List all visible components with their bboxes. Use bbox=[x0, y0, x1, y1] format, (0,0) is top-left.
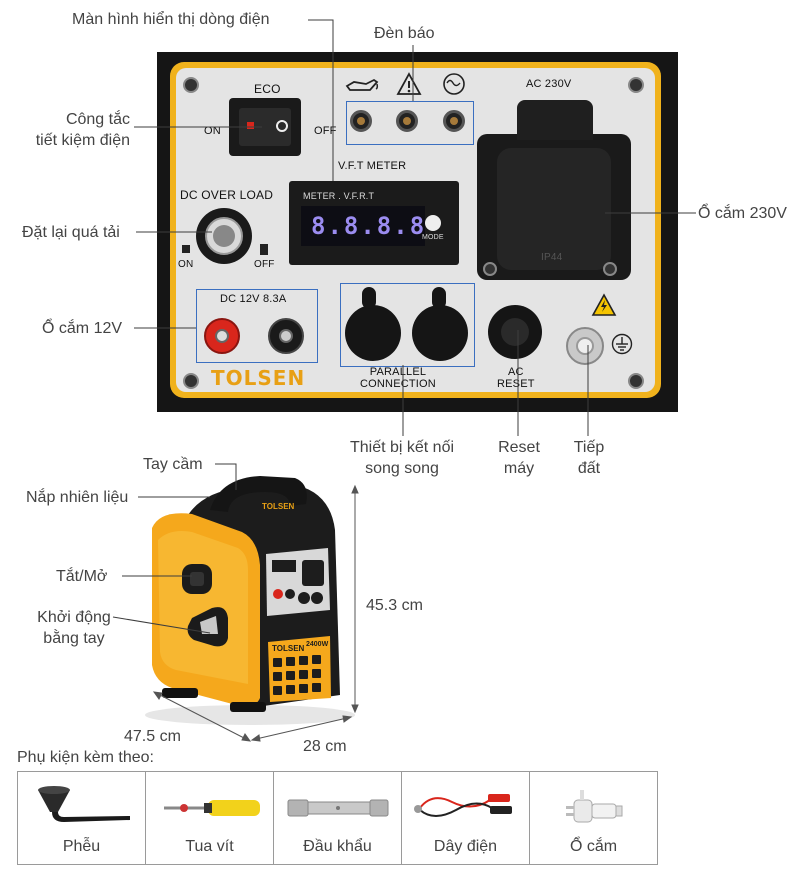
overload-off-icon bbox=[260, 244, 268, 255]
overload-on-icon bbox=[182, 245, 190, 253]
callout-reset: Reset máy bbox=[498, 439, 540, 477]
parallel-label: PARALLEL CONNECTION bbox=[360, 366, 436, 390]
ground-icon bbox=[611, 333, 633, 355]
dimension-length: 47.5 cm bbox=[124, 728, 181, 745]
mode-button[interactable] bbox=[425, 215, 441, 231]
dc-overload-label: DC OVER LOAD bbox=[180, 188, 274, 202]
screw-icon bbox=[483, 262, 497, 276]
callout-indicator: Đèn báo bbox=[374, 25, 435, 42]
callout-onoff: Tắt/Mở bbox=[56, 568, 108, 585]
accessory-funnel: Phễu bbox=[17, 771, 146, 865]
run-indicator-icon bbox=[443, 73, 465, 95]
parallel-cap-tab-left bbox=[362, 287, 376, 309]
parallel-box bbox=[340, 283, 475, 367]
callout-manual-start: Khởi động bằng tay bbox=[37, 609, 111, 647]
overload-on-label: ON bbox=[178, 259, 194, 270]
indicator-box bbox=[346, 101, 474, 145]
eco-off-marker bbox=[276, 120, 288, 132]
vft-meter: METER . V.F.R.T 8.8.8.8 MODE bbox=[289, 181, 459, 265]
callout-overload-reset: Đặt lại quá tải bbox=[22, 224, 120, 241]
dc-12v-label: DC 12V 8.3A bbox=[220, 293, 287, 305]
high-voltage-icon bbox=[591, 293, 617, 316]
parallel-port-left[interactable] bbox=[345, 305, 401, 361]
eco-off-label: OFF bbox=[314, 125, 337, 137]
callout-parallel: Thiết bị kết nối song song bbox=[349, 439, 455, 477]
panel-brand: TOLSEN bbox=[211, 366, 306, 390]
vft-meter-label: V.F.T METER bbox=[338, 160, 407, 172]
accessory-plug: Ổ cắm bbox=[529, 771, 658, 865]
dimension-height: 45.3 cm bbox=[366, 597, 423, 614]
callout-display: Màn hình hiển thị dòng điện bbox=[72, 11, 270, 28]
generator-illustration bbox=[145, 476, 355, 725]
meter-digits: 8.8.8.8 bbox=[311, 212, 427, 240]
funnel-icon bbox=[38, 786, 130, 822]
callout-eco-switch: Công tắc tiết kiệm điện bbox=[35, 111, 130, 149]
ac-reset-label: AC RESET bbox=[497, 366, 535, 390]
eco-label: ECO bbox=[254, 82, 281, 96]
screw-icon bbox=[183, 373, 199, 389]
socket-wrench-icon bbox=[287, 799, 389, 817]
generator-top-brand: TOLSEN bbox=[262, 502, 295, 511]
dc-12v-box bbox=[196, 289, 318, 363]
screw-icon bbox=[603, 262, 617, 276]
overload-indicator-light bbox=[396, 110, 418, 132]
ac-reset-button[interactable] bbox=[488, 305, 542, 359]
callout-handle: Tay cầm bbox=[143, 456, 203, 473]
ac-230v-socket[interactable]: IP44 bbox=[477, 100, 631, 280]
ac-230v-label: AC 230V bbox=[526, 78, 572, 90]
eco-on-label: ON bbox=[204, 125, 221, 137]
callout-ground: Tiếp đất bbox=[573, 439, 605, 477]
generator-model: 2400W bbox=[306, 641, 329, 648]
accessory-socket-wrench: Đầu khẩu bbox=[273, 771, 402, 865]
meter-screen: 8.8.8.8 bbox=[301, 206, 425, 246]
socket-ip-code: IP44 bbox=[541, 252, 563, 263]
callout-fuel-cap: Nắp nhiên liệu bbox=[26, 489, 129, 506]
meter-caption: METER . V.F.R.T bbox=[303, 191, 375, 201]
eco-on-marker bbox=[247, 122, 254, 129]
dimension-width: 28 cm bbox=[303, 738, 347, 755]
overload-warning-icon bbox=[396, 72, 422, 95]
ground-terminal[interactable] bbox=[566, 327, 604, 365]
overload-off-label: OFF bbox=[254, 259, 275, 270]
parallel-cap-tab-right bbox=[432, 287, 446, 309]
cable-icon bbox=[414, 794, 512, 817]
accessory-cable: Dây điện bbox=[401, 771, 530, 865]
eco-switch[interactable] bbox=[229, 98, 301, 156]
accessories-title: Phụ kiện kèm theo: bbox=[17, 749, 154, 766]
dc-black-terminal[interactable] bbox=[268, 318, 304, 354]
accessories-table: Phễu Tua vít Đầu khẩu bbox=[17, 771, 658, 865]
screwdriver-icon bbox=[164, 800, 260, 816]
dc-overload-button[interactable] bbox=[196, 208, 252, 264]
screw-icon bbox=[628, 77, 644, 93]
oil-warning-icon bbox=[345, 78, 379, 91]
mode-label: MODE bbox=[422, 234, 444, 241]
dc-red-terminal[interactable] bbox=[204, 318, 240, 354]
plug-icon bbox=[566, 790, 623, 823]
callout-socket-230v: Ổ cắm 230V bbox=[698, 205, 787, 222]
oil-indicator-light bbox=[350, 110, 372, 132]
accessory-screwdriver: Tua vít bbox=[145, 771, 274, 865]
screw-icon bbox=[183, 77, 199, 93]
screw-icon bbox=[628, 373, 644, 389]
run-indicator-light bbox=[443, 110, 465, 132]
generator-label-brand: TOLSEN bbox=[272, 644, 305, 653]
callout-socket-12v: Ổ cắm 12V bbox=[42, 320, 123, 337]
parallel-port-right[interactable] bbox=[412, 305, 468, 361]
